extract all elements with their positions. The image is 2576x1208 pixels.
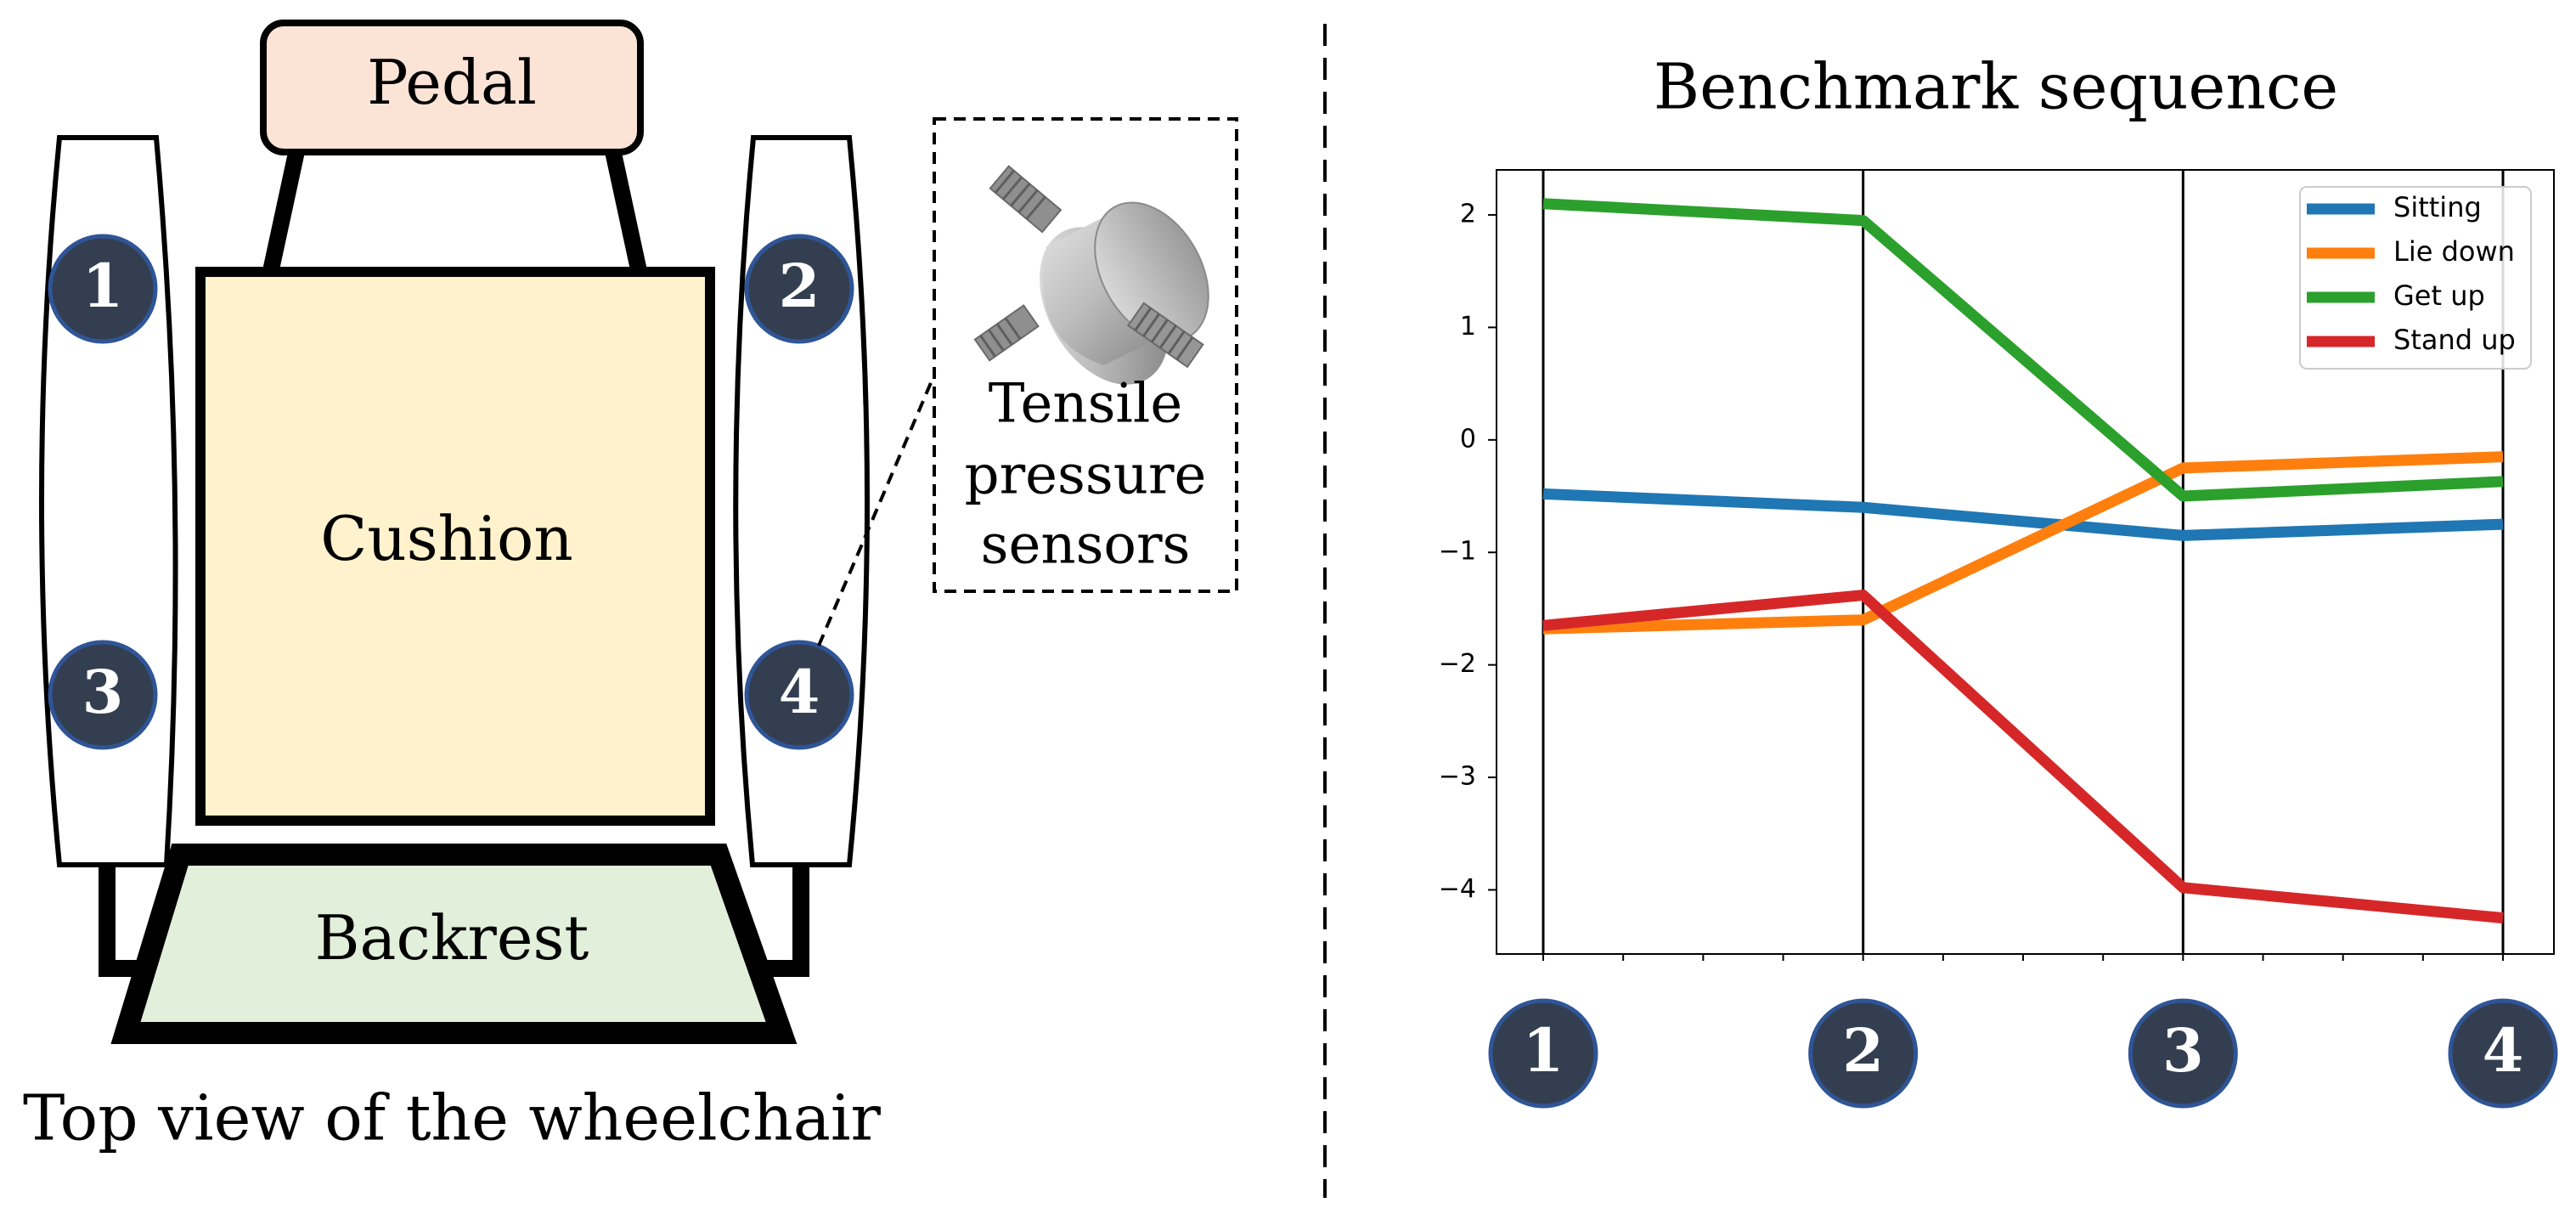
pedal-connector-right [603, 144, 647, 270]
pedal-connector-left [262, 144, 307, 270]
x-tick-label: 4 [2483, 1015, 2524, 1086]
series-line-get-up [1542, 198, 2504, 502]
x-axis-badge-circle [1488, 998, 1598, 1109]
tensile-sensor-illustration [973, 165, 1209, 385]
chart-series-lines [1542, 198, 2504, 924]
x-tick-label: 3 [2162, 1015, 2204, 1086]
chart-x-axis-badges: 1 2 3 4 [1488, 998, 2558, 1109]
pedal-box [260, 20, 644, 155]
series-line-sitting [1542, 488, 2504, 541]
sensor-badge-4: 4 [744, 640, 854, 750]
x-tick-label: 1 [1523, 1015, 1564, 1086]
x-axis-badge: 4 [2448, 998, 2558, 1109]
x-axis-badge-circle [1808, 998, 1919, 1109]
benchmark-chart: Benchmark sequence 2 1 0 −1 −2 −3 −4 SittingLi… [1439, 50, 2558, 1109]
x-axis-badge-circle [2128, 998, 2238, 1109]
legend-label: Sitting [2393, 191, 2482, 223]
y-tick-label: 0 [1460, 424, 1476, 454]
x-axis-badge-circle [2448, 998, 2558, 1109]
sensor-callout-line1: Tensile [989, 373, 1182, 436]
legend-label: Get up [2393, 279, 2485, 312]
sensor-badge-label: 3 [82, 657, 124, 727]
legend-label: Lie down [2393, 235, 2515, 268]
x-axis-badge: 3 [2128, 998, 2238, 1109]
chart-x-tick-marks [1542, 954, 2504, 961]
sensor-badge-label: 2 [779, 251, 820, 321]
wheelchair-caption: Top view of the wheelchair [23, 1081, 882, 1154]
y-tick-label: −4 [1439, 874, 1476, 904]
chart-title: Benchmark sequence [1654, 50, 2338, 123]
pedal-label: Pedal [367, 47, 537, 118]
y-tick-label: −1 [1439, 537, 1476, 567]
y-tick-label: −2 [1439, 649, 1476, 679]
sensor-callout-line2: pressure [965, 444, 1207, 507]
backrest-frame-right [756, 862, 809, 977]
cushion-label: Cushion [320, 503, 573, 574]
y-tick-label: −3 [1439, 762, 1476, 792]
x-axis-badge: 1 [1488, 998, 1598, 1109]
sensor-callout-leader [817, 378, 934, 646]
y-tick-label: 1 [1460, 312, 1476, 342]
sensor-callout-line3: sensors [981, 514, 1191, 577]
wheelchair-diagram: Pedal Cushion Backrest 1 2 3 4 [23, 20, 1238, 1154]
sensor-badge-3: 3 [48, 640, 158, 750]
sensor-badge-2: 2 [744, 234, 854, 344]
sensor-badge-1: 1 [48, 234, 158, 344]
backrest-label: Backrest [315, 902, 589, 974]
chart-y-axis: 2 1 0 −1 −2 −3 −4 [1439, 199, 1497, 904]
legend-label: Stand up [2393, 324, 2516, 356]
series-line-lie-down [1542, 451, 2504, 635]
backrest-box [110, 844, 798, 1044]
y-tick-label: 2 [1460, 199, 1476, 229]
sensor-badge-label: 4 [779, 657, 820, 727]
sensor-badge-label: 1 [82, 251, 124, 321]
legend-box [2299, 186, 2532, 370]
series-line-stand-up [1542, 590, 2504, 924]
x-tick-label: 2 [1842, 1015, 1884, 1086]
cushion-box [195, 267, 715, 826]
x-axis-badge: 2 [1808, 998, 1919, 1109]
